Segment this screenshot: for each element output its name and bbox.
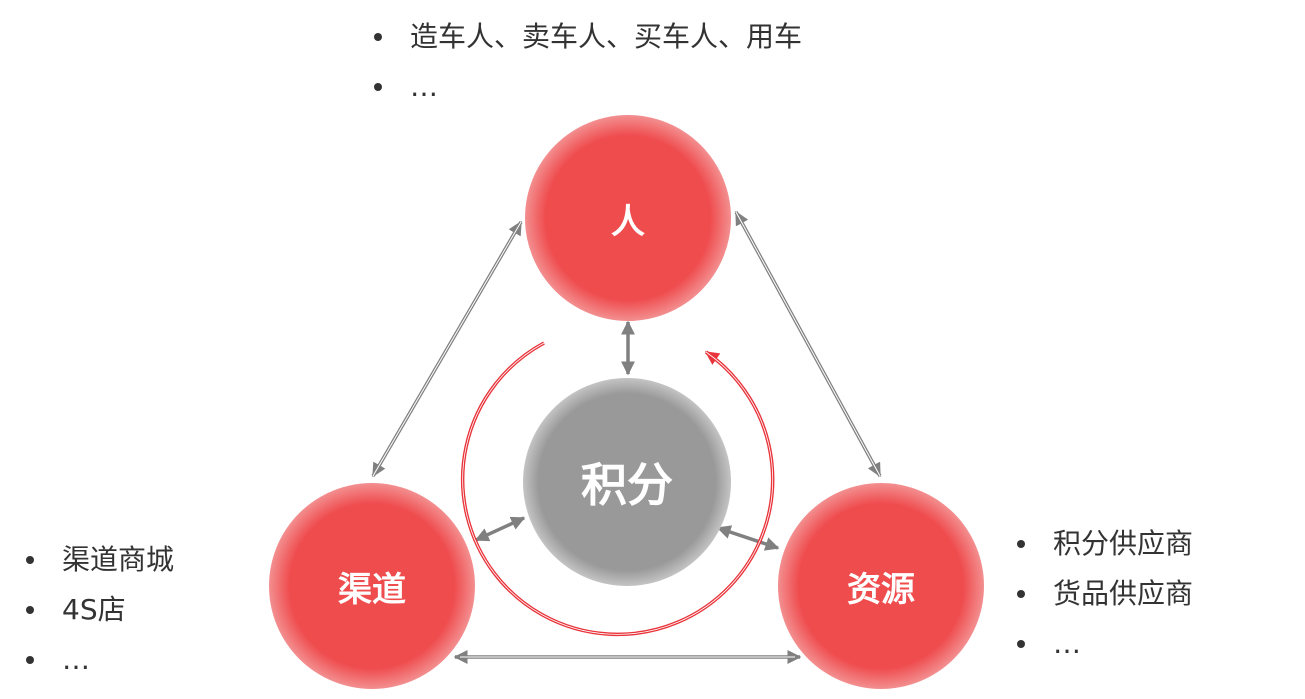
list-item: … — [1017, 619, 1193, 669]
list-item: 造车人、卖车人、买车人、用车 — [374, 12, 802, 62]
node-channel-circle — [269, 483, 475, 689]
people-list: 造车人、卖车人、买车人、用车 … — [374, 12, 802, 112]
connector-inner-lines — [372, 211, 881, 658]
node-points-circle — [523, 378, 731, 586]
arrow-channel-points — [474, 516, 526, 542]
list-item: … — [374, 62, 802, 112]
list-item: 渠道商城 — [26, 535, 174, 585]
channel-list: 渠道商城 4S店 … — [26, 535, 174, 685]
node-channel-label: 渠道 — [338, 569, 406, 610]
node-resource-label: 资源 — [847, 569, 915, 610]
node-points-label: 积分 — [581, 458, 673, 512]
node-people-circle — [525, 115, 731, 321]
cycle-arc-highlight — [462, 342, 773, 635]
arrow-resource-points — [716, 525, 780, 551]
resource-list: 积分供应商 货品供应商 … — [1017, 519, 1193, 669]
list-item: 积分供应商 — [1017, 519, 1193, 569]
list-item: … — [26, 635, 174, 685]
list-item: 货品供应商 — [1017, 569, 1193, 619]
list-item: 4S店 — [26, 585, 174, 635]
node-people-label: 人 — [611, 201, 645, 242]
node-resource-circle — [778, 483, 984, 689]
